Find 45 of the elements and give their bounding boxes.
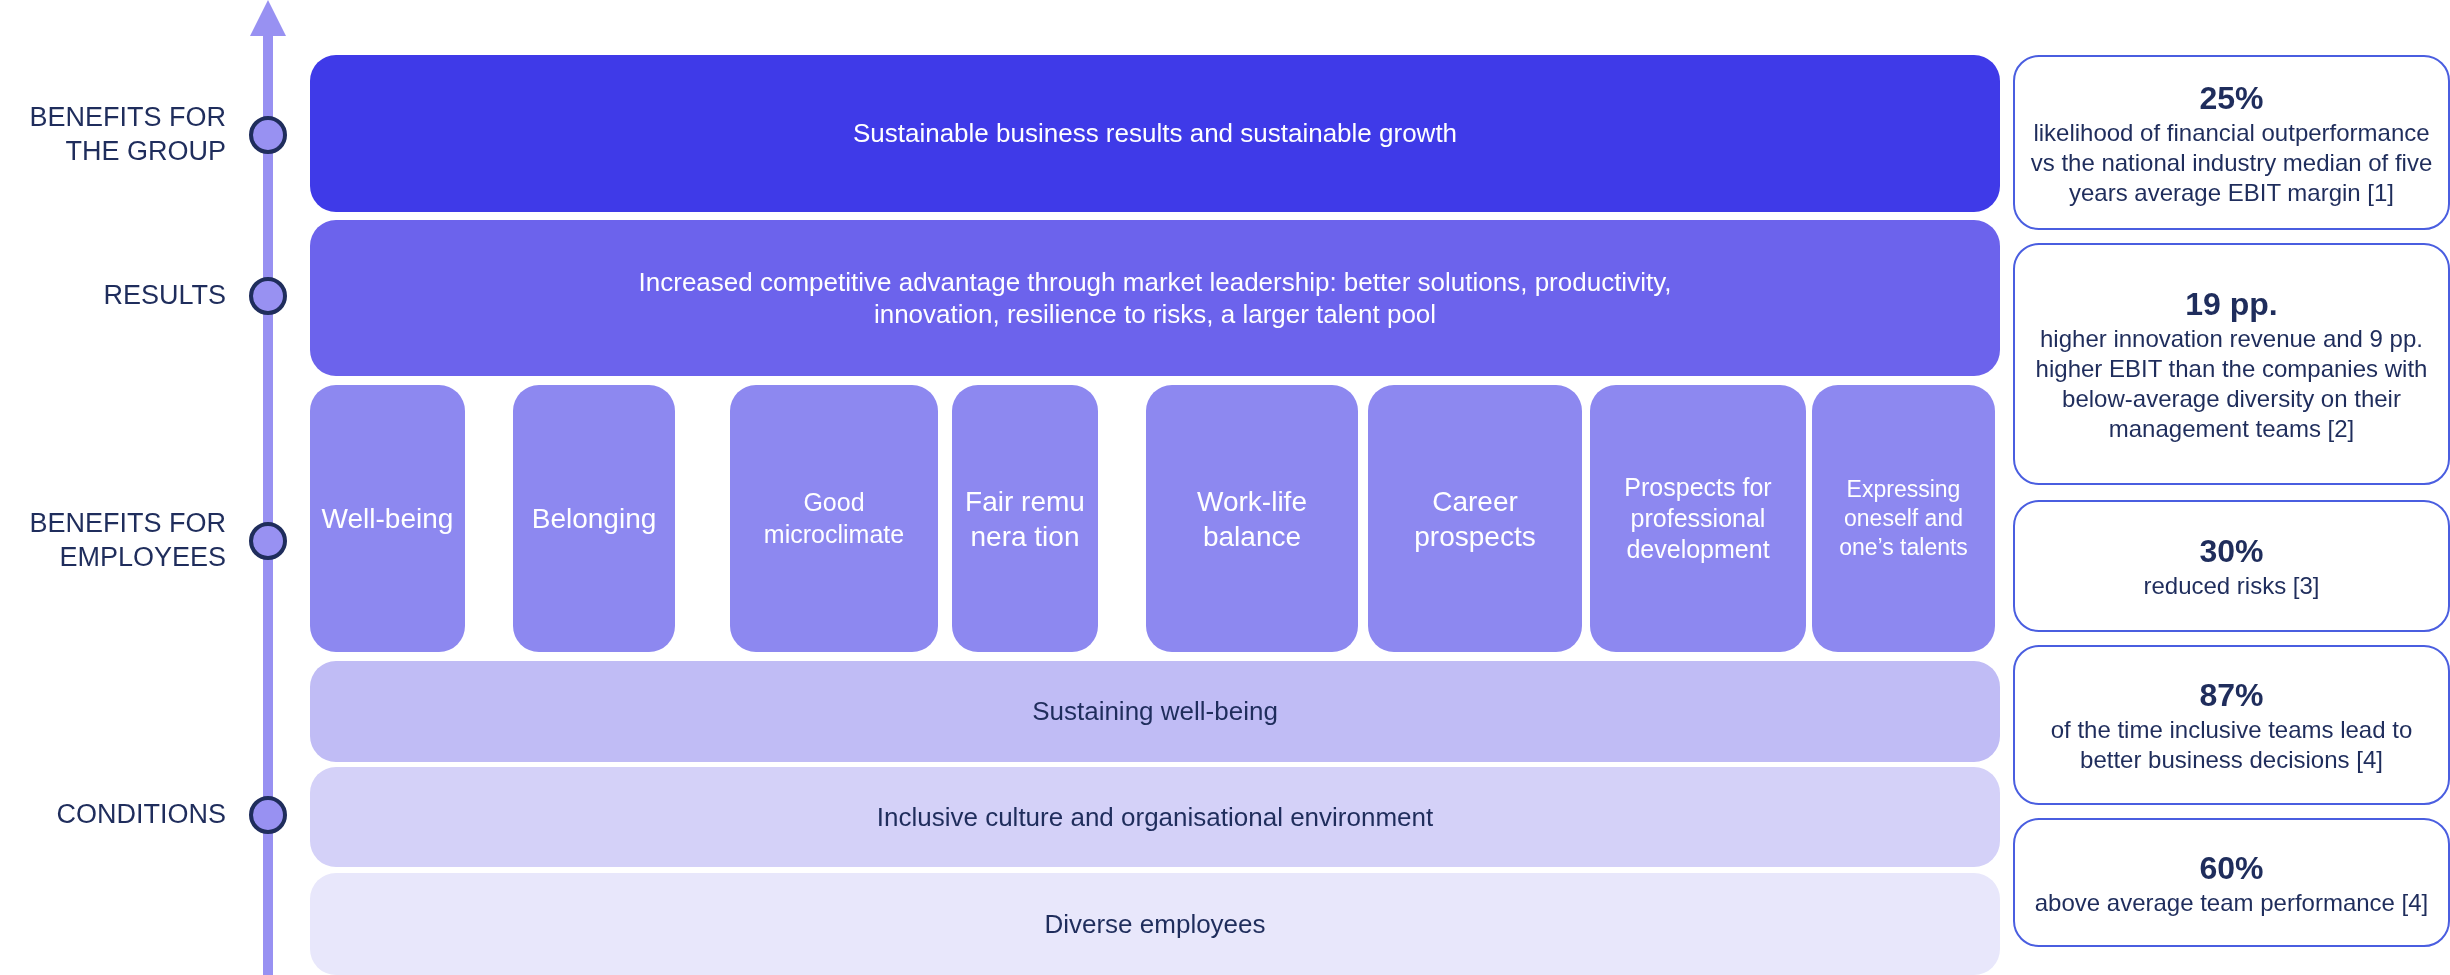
statistic-value: 60% [2199,848,2264,888]
statistic-description: reduced risks [3] [2143,571,2320,601]
level-text: Sustainable business results and sustainable growth [852,117,1458,150]
level-text: Diverse employees [1044,907,1266,941]
level-text: Sustaining well-being [1032,695,1278,728]
level-text: Work-life balance [1196,484,1308,554]
level-text: Good microclimate [762,487,906,550]
level-text: Prospects for professional development [1623,471,1773,566]
statistic-value: 19 pp. [2185,285,2278,324]
level-label: RESULTS [102,279,226,312]
level-text: Fair remunera tion [964,484,1086,554]
level-band [310,767,2000,867]
statistic-card [2013,500,2450,632]
benefit-box [1812,385,1995,652]
level-text: Increased competitive advantage through market leadership: better solutions, productivity, innovation, resilience to risks, a larger talent pool [637,265,1673,331]
benefit-box [1146,385,1358,652]
level-band [310,220,2000,376]
statistic-description: higher innovation revenue and 9 pp. higher EBIT than the companies with below-average diversity on their management teams [2] [2034,324,2429,444]
level-label: BENEFITS FOR THE GROUP [28,101,226,168]
statistic-card [2013,243,2450,485]
level-text: Belonging [531,502,657,536]
level-text: Inclusive culture and organisational environment [876,800,1434,834]
level-text: Career prospects [1413,484,1537,554]
benefit-box [1368,385,1582,652]
statistic-value: 25% [2199,78,2264,118]
benefit-box [1590,385,1806,652]
level-band [310,55,2000,212]
level-text: Expressing oneself and one’s talents [1838,475,1969,562]
statistic-card [2013,55,2450,230]
level-label: CONDITIONS [55,798,226,831]
level-band [310,661,2000,762]
statistic-description: above average team performance [4] [2034,887,2429,918]
level-label: BENEFITS FOR EMPLOYEES [28,507,226,574]
benefit-box [952,385,1098,652]
statistic-card [2013,818,2450,947]
benefit-box [513,385,675,652]
statistic-description: likelihood of financial outperformance vs the national industry median of five years average EBIT margin [1] [2029,117,2434,208]
level-band [310,873,2000,975]
statistic-card [2013,645,2450,805]
statistic-description: of the time inclusive teams lead to better business decisions [4] [2049,715,2414,775]
statistic-value: 30% [2199,532,2264,571]
level-text: Well-being [321,502,454,536]
benefit-box [310,385,465,652]
statistic-value: 87% [2199,676,2264,715]
benefit-box [730,385,938,652]
